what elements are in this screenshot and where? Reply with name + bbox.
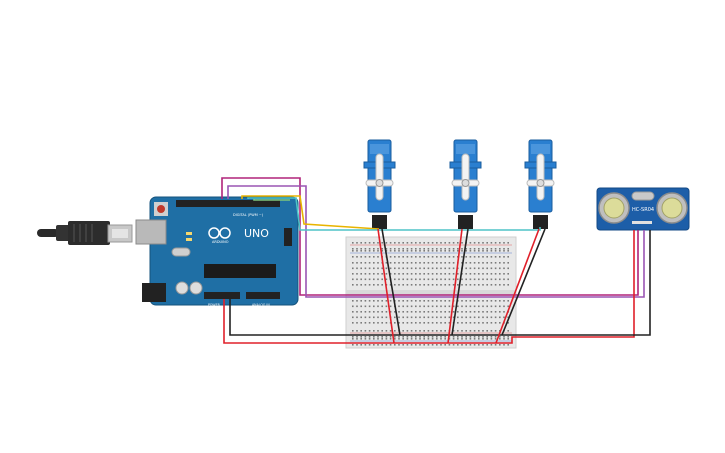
analog-header <box>246 292 280 299</box>
wire-trig[interactable] <box>221 177 639 296</box>
board-logo-text: ARDUINO <box>212 240 229 244</box>
usb-port <box>135 219 167 245</box>
wire-signal-servo-3[interactable] <box>253 199 290 201</box>
wire-servo-2-gnd[interactable] <box>451 228 469 336</box>
sensor-model: HC-SR04 <box>632 207 654 213</box>
servo-horn <box>365 153 394 201</box>
board-brand: UNO <box>244 227 269 240</box>
sensor-crystal <box>631 191 655 201</box>
power-label: POWER <box>208 303 221 307</box>
wire-servo-1-vcc[interactable] <box>377 228 395 344</box>
arduino-uno-board[interactable]: UNO ARDUINO DIGITAL (PWM ~) POWER ANALOG… <box>135 196 299 307</box>
servo-motor[interactable] <box>449 139 482 229</box>
breadboard[interactable] <box>345 236 517 349</box>
servo-horn <box>451 153 480 201</box>
wire-servo-3-vcc[interactable] <box>495 228 540 344</box>
servo-motor[interactable] <box>363 139 396 229</box>
servo-connector <box>533 215 548 229</box>
wire-signal-servo-2[interactable] <box>247 197 541 231</box>
usb-cable[interactable] <box>37 221 133 245</box>
servo-group <box>363 139 557 229</box>
servo-connector <box>458 215 473 229</box>
arduino-logo <box>208 227 231 239</box>
servo-connector <box>372 215 387 229</box>
power-jack <box>142 283 166 302</box>
reset-button[interactable] <box>157 205 165 213</box>
ultrasonic-sensor[interactable]: HC-SR04 <box>596 187 690 231</box>
servo-motor[interactable] <box>524 139 557 229</box>
wire-signal-servo-1[interactable] <box>241 195 380 230</box>
wire-echo[interactable] <box>227 185 645 298</box>
wire-gnd[interactable] <box>229 230 651 336</box>
power-header <box>204 292 240 299</box>
analog-label: ANALOG IN <box>252 303 270 307</box>
digital-label: DIGITAL (PWM ~) <box>233 213 264 217</box>
servo-horn <box>526 153 555 201</box>
wires <box>221 177 651 344</box>
microcontroller-chip <box>204 264 276 278</box>
wire-5v[interactable] <box>223 230 635 344</box>
wire-servo-2-vcc[interactable] <box>447 228 463 344</box>
wire-servo-1-gnd[interactable] <box>381 228 401 336</box>
digital-header <box>176 200 280 207</box>
wire-servo-3-gnd[interactable] <box>501 228 546 336</box>
